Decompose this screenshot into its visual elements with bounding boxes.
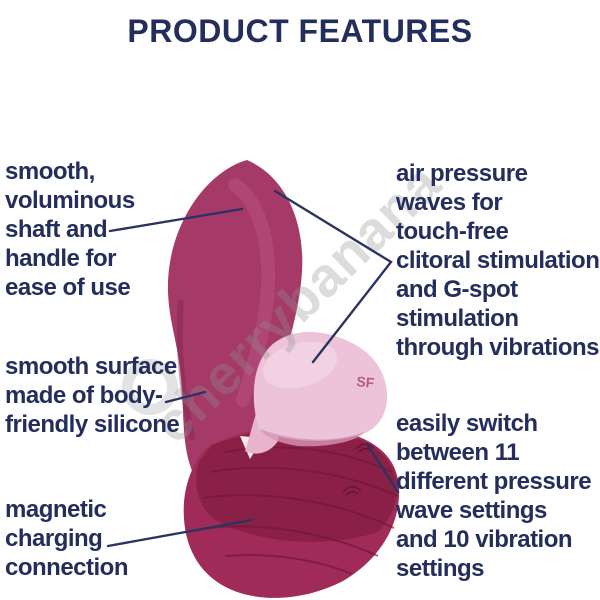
body-ridges [202, 446, 399, 575]
device-shaft [167, 160, 332, 535]
page-title: PRODUCT FEATURES [127, 13, 473, 49]
annotation-air-pressure: air pressure waves for touch-free clitor… [396, 160, 600, 361]
annotation-charging: magnetic charging connection [5, 496, 129, 581]
sf-logo: SF [356, 373, 376, 391]
callout-line-air-pressure [273, 189, 393, 364]
callout-line-surface [164, 390, 207, 404]
head-shadow [260, 429, 364, 447]
shaft-highlight [228, 178, 276, 407]
callout-line-shaft [108, 207, 244, 233]
annotation-shaft: smooth, voluminous shaft and handle for … [5, 158, 135, 301]
shaft-shadow [176, 299, 196, 441]
annotation-settings: easily switch between 11 different press… [396, 410, 592, 582]
watermark-logo-icon [122, 359, 178, 415]
wave-button-icon-2 [342, 485, 362, 496]
annotation-surface: smooth surface made of body- friendly si… [5, 353, 180, 438]
device-body [196, 429, 397, 542]
callout-line-settings [365, 442, 400, 494]
callout-line-charging [106, 518, 254, 548]
